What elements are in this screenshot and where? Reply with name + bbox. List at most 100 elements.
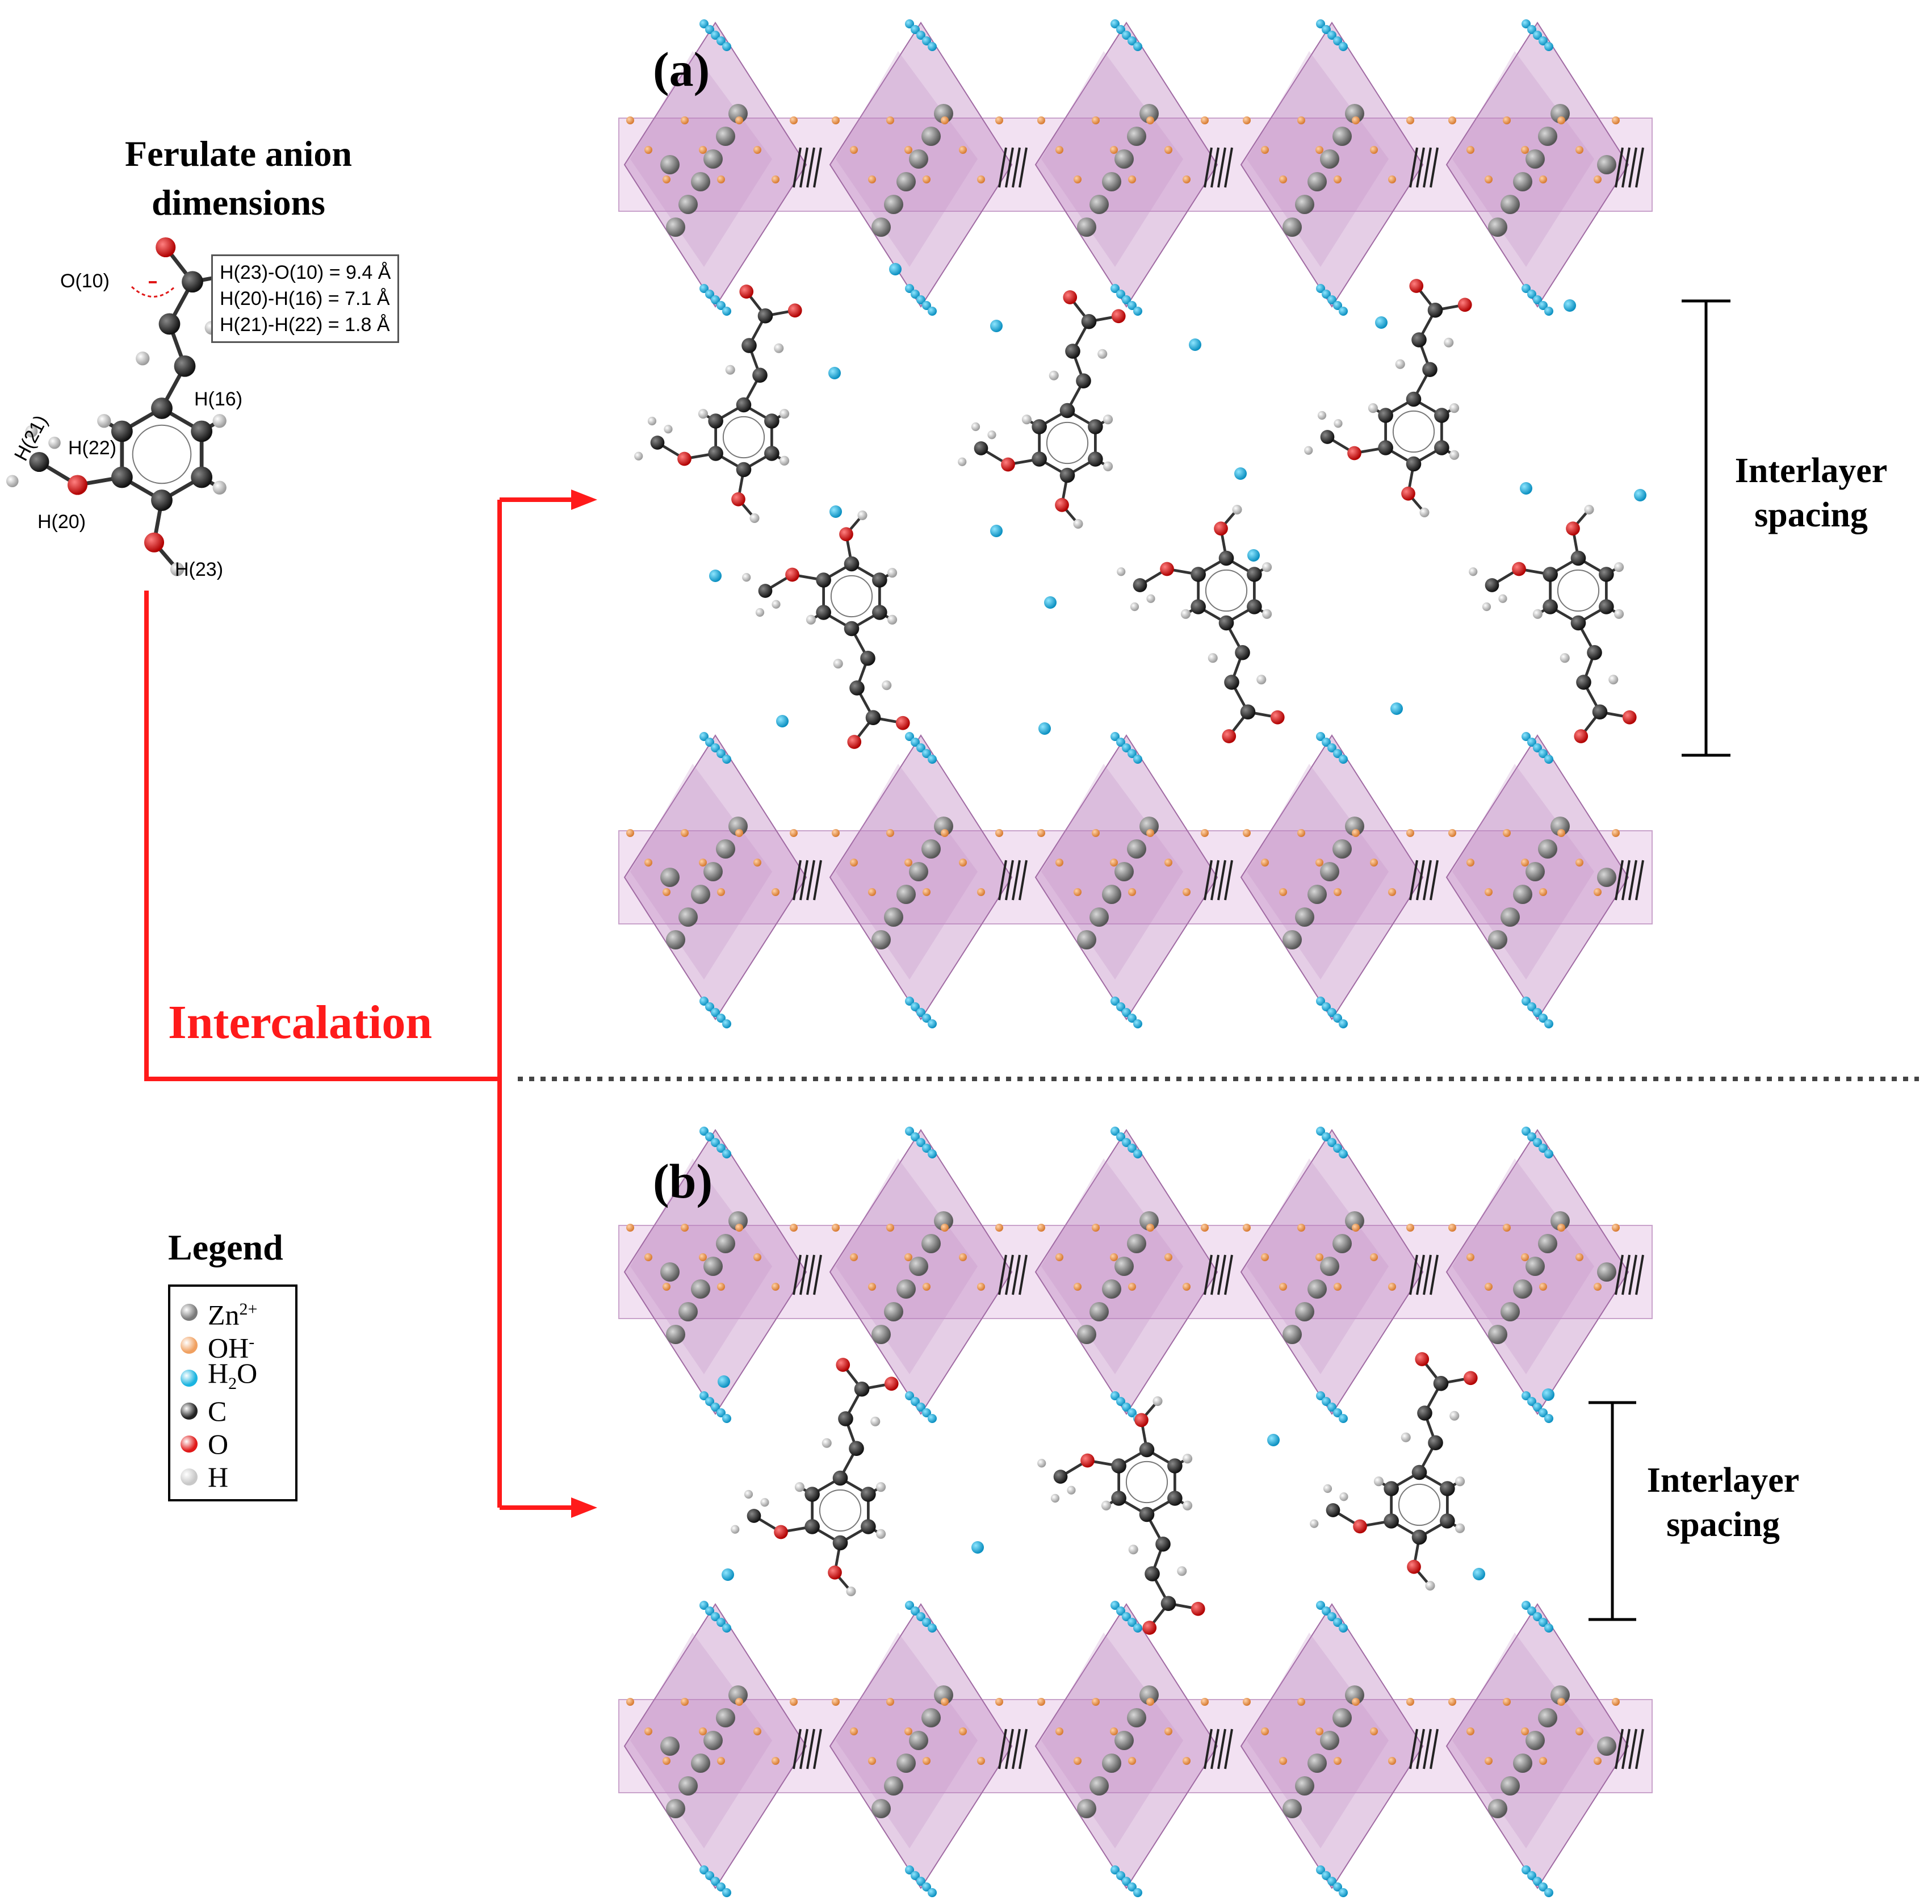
oh-atom (1243, 1698, 1251, 1706)
zn-atom (691, 172, 710, 191)
water-atom (711, 1612, 720, 1621)
zn-atom (1538, 1708, 1557, 1727)
zn-atom (716, 839, 735, 859)
hydrogen-atom (647, 416, 657, 426)
oh-atom (941, 829, 949, 837)
zn-atom (678, 1776, 698, 1796)
carbon-atom (1411, 1464, 1427, 1480)
aromatic-ring (132, 424, 192, 484)
zn-atom (1320, 149, 1339, 169)
atom-label-h16: H(16) (194, 388, 243, 410)
zn-atom (871, 930, 891, 949)
hydrogen-atom (136, 351, 150, 366)
bond-tick (793, 1729, 802, 1769)
water-atom (699, 1127, 709, 1136)
oh-atom (1594, 175, 1602, 183)
oh-atom (1406, 116, 1414, 124)
oh-atom (1146, 829, 1154, 837)
oh-atom (1370, 146, 1378, 154)
water-atom (1539, 1014, 1548, 1023)
oh-atom (1183, 1283, 1191, 1291)
water-atom (1116, 1002, 1125, 1011)
water-atom (1327, 1612, 1336, 1621)
zn-atom (884, 1776, 903, 1796)
bond-tick (1210, 1254, 1219, 1295)
water-atom (722, 307, 731, 316)
carbon-atom (111, 466, 133, 488)
octahedron-face (1452, 51, 1594, 267)
hydrogen-atom (1339, 1492, 1348, 1501)
zn-atom (1320, 1257, 1339, 1276)
hydrogen-atom (870, 1416, 881, 1426)
oh-atom (1521, 1727, 1529, 1735)
oh-atom (832, 116, 840, 124)
oxygen-atom (785, 567, 799, 582)
oh-atom (1503, 1698, 1511, 1706)
bond-tick (1005, 860, 1014, 901)
zn-atom (716, 127, 735, 146)
zn-atom (1127, 1234, 1146, 1253)
octahedron-face (1247, 51, 1389, 267)
water-atom (922, 301, 931, 310)
zn-atom (1345, 104, 1364, 123)
oh-atom (995, 116, 1003, 124)
oh-atom (1448, 829, 1456, 837)
carbon-atom (832, 1535, 848, 1551)
oxygen-atom (1080, 1453, 1095, 1468)
zn-atom (1089, 1776, 1109, 1796)
oh-atom (1128, 1757, 1136, 1765)
oh-atom (753, 146, 761, 154)
spacing-label-b-line2: spacing (1666, 1505, 1780, 1544)
legend-item: C (181, 1395, 285, 1428)
carbon-atom (151, 397, 173, 419)
hydrogen-atom (1304, 446, 1313, 455)
zn-atom (1307, 1754, 1327, 1773)
panel-label-a: (a) (653, 42, 710, 97)
bond-tick (806, 860, 815, 901)
hydrogen-atom (1449, 1411, 1460, 1421)
oh-atom (1539, 175, 1547, 183)
atom-label-h20: H(20) (37, 511, 86, 533)
oh-atom (1074, 1283, 1082, 1291)
interlayer-spacing-bracket-b (1589, 1401, 1636, 1621)
oh-atom (681, 1224, 689, 1232)
water-atom (905, 1865, 914, 1874)
zn-atom (703, 862, 723, 881)
zn-atom (1089, 907, 1109, 927)
zn-atom (1283, 1799, 1302, 1818)
water-molecule (1189, 338, 1201, 351)
water-atom (916, 1138, 925, 1147)
oh-atom (850, 1253, 858, 1261)
zn-atom (1307, 1279, 1327, 1299)
oh-atom (1448, 1224, 1456, 1232)
oh-atom (832, 1698, 840, 1706)
water-atom (928, 307, 937, 316)
oh-atom (1503, 116, 1511, 124)
water-atom (928, 1149, 937, 1158)
oh-atom (663, 1757, 670, 1765)
water-atom (1316, 284, 1325, 293)
oh-atom (1485, 175, 1493, 183)
octahedron-face (630, 1158, 772, 1374)
hydrogen-atom (1498, 594, 1507, 603)
zn-atom (1077, 217, 1096, 237)
water-atom (1522, 284, 1531, 293)
oxygen-atom (677, 451, 692, 466)
zn-atom (1550, 817, 1570, 836)
water-atom (1316, 1391, 1325, 1400)
oh-atom (1315, 1253, 1323, 1261)
oh-atom (1575, 1727, 1583, 1735)
hydrogen-atom (1608, 675, 1619, 685)
zn-atom (1488, 217, 1507, 237)
water-atom (1544, 42, 1553, 51)
zn-atom (678, 907, 698, 927)
water-atom (705, 1606, 714, 1616)
bond-tick (1416, 1254, 1425, 1295)
bond-tick (1423, 1729, 1432, 1769)
bond-tick (793, 860, 802, 901)
oh-atom (1128, 888, 1136, 896)
octahedron-face (1247, 1633, 1389, 1848)
hydrogen-atom (212, 414, 227, 428)
oh-atom (1466, 1727, 1474, 1735)
